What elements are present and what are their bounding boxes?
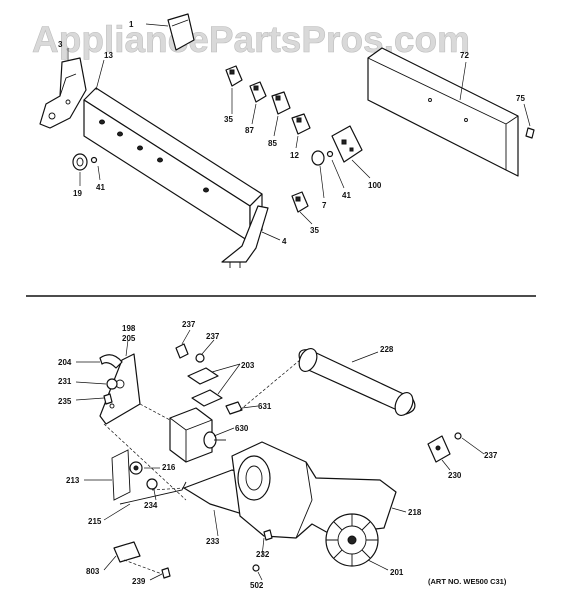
label-19: 19 [73, 189, 82, 198]
part-12-switch[interactable] [291, 113, 311, 135]
part-3-end-cap[interactable] [39, 57, 87, 129]
part-631-plug[interactable] [225, 401, 243, 415]
label-231: 231 [58, 377, 72, 386]
part-1-label-tag[interactable] [167, 13, 195, 51]
part-7-knob[interactable] [311, 150, 325, 166]
part-630-motor[interactable] [169, 407, 226, 463]
label-228: 228 [380, 345, 394, 354]
part-803-switch[interactable] [113, 541, 141, 563]
label-232: 232 [256, 550, 270, 559]
label-35-a: 35 [224, 115, 233, 124]
part-215-rod[interactable] [119, 481, 187, 505]
label-198: 198 [122, 324, 136, 333]
part-203-clips[interactable] [187, 367, 223, 407]
label-7: 7 [322, 201, 327, 210]
part-72-rear-panel[interactable] [367, 47, 519, 177]
label-3: 3 [58, 40, 63, 49]
label-4: 4 [282, 237, 287, 246]
label-218: 218 [408, 508, 422, 517]
part-85-switch[interactable] [271, 91, 291, 115]
label-13: 13 [104, 51, 113, 60]
part-204-clamp[interactable] [99, 354, 123, 369]
part-35-switch-b[interactable] [291, 191, 309, 213]
part-239-screw[interactable] [161, 567, 171, 579]
label-230: 230 [448, 471, 462, 480]
part-41-clip-b[interactable] [326, 150, 334, 158]
part-75-screw[interactable] [525, 127, 535, 139]
part-35-switch-a[interactable] [225, 65, 243, 87]
art-number: (ART NO. WE500 C31) [428, 577, 507, 586]
label-237-c: 237 [484, 451, 498, 460]
part-100-timer-switch[interactable] [331, 125, 363, 163]
label-216: 216 [162, 463, 176, 472]
label-502: 502 [250, 581, 264, 590]
label-239: 239 [132, 577, 146, 586]
label-205: 205 [122, 334, 136, 343]
label-41-a: 41 [96, 183, 105, 192]
label-215: 215 [88, 517, 102, 526]
label-100: 100 [368, 181, 382, 190]
label-631: 631 [258, 402, 272, 411]
label-72: 72 [460, 51, 469, 60]
label-41-b: 41 [342, 191, 351, 200]
part-235-screw[interactable] [103, 393, 113, 405]
part-234-pulley[interactable] [146, 478, 158, 490]
part-87-switch[interactable] [249, 81, 267, 103]
part-502-screw[interactable] [252, 564, 260, 572]
label-12: 12 [290, 151, 299, 160]
label-234: 234 [144, 501, 158, 510]
part-228-duct[interactable] [296, 346, 417, 419]
label-213: 213 [66, 476, 80, 485]
part-237-screw-a[interactable] [175, 343, 189, 359]
label-233: 233 [206, 537, 220, 546]
part-4-bracket[interactable] [221, 205, 269, 268]
part-231-idler[interactable] [106, 378, 118, 390]
part-41-clip-a[interactable] [90, 156, 98, 164]
part-232-screw[interactable] [263, 529, 273, 541]
label-237-b: 237 [206, 332, 220, 341]
label-803: 803 [86, 567, 100, 576]
label-237-a: 237 [182, 320, 196, 329]
label-1: 1 [129, 20, 134, 29]
label-630: 630 [235, 424, 249, 433]
label-75: 75 [516, 94, 525, 103]
part-201-impeller[interactable] [325, 513, 379, 567]
part-19-knob[interactable] [72, 153, 88, 171]
label-203: 203 [241, 361, 255, 370]
part-13-control-panel[interactable] [83, 87, 263, 243]
label-87: 87 [245, 126, 254, 135]
part-237-screw-c[interactable] [454, 432, 462, 440]
watermark-text: AppliancePartsPros.com [32, 19, 470, 60]
label-85: 85 [268, 139, 277, 148]
label-204: 204 [58, 358, 72, 367]
part-230-thermostat[interactable] [427, 435, 451, 463]
label-201: 201 [390, 568, 404, 577]
part-237-screw-b[interactable] [195, 353, 205, 363]
label-235: 235 [58, 397, 72, 406]
label-35-b: 35 [310, 226, 319, 235]
part-216-pulley[interactable] [129, 461, 143, 475]
part-213-belt[interactable] [111, 449, 131, 501]
